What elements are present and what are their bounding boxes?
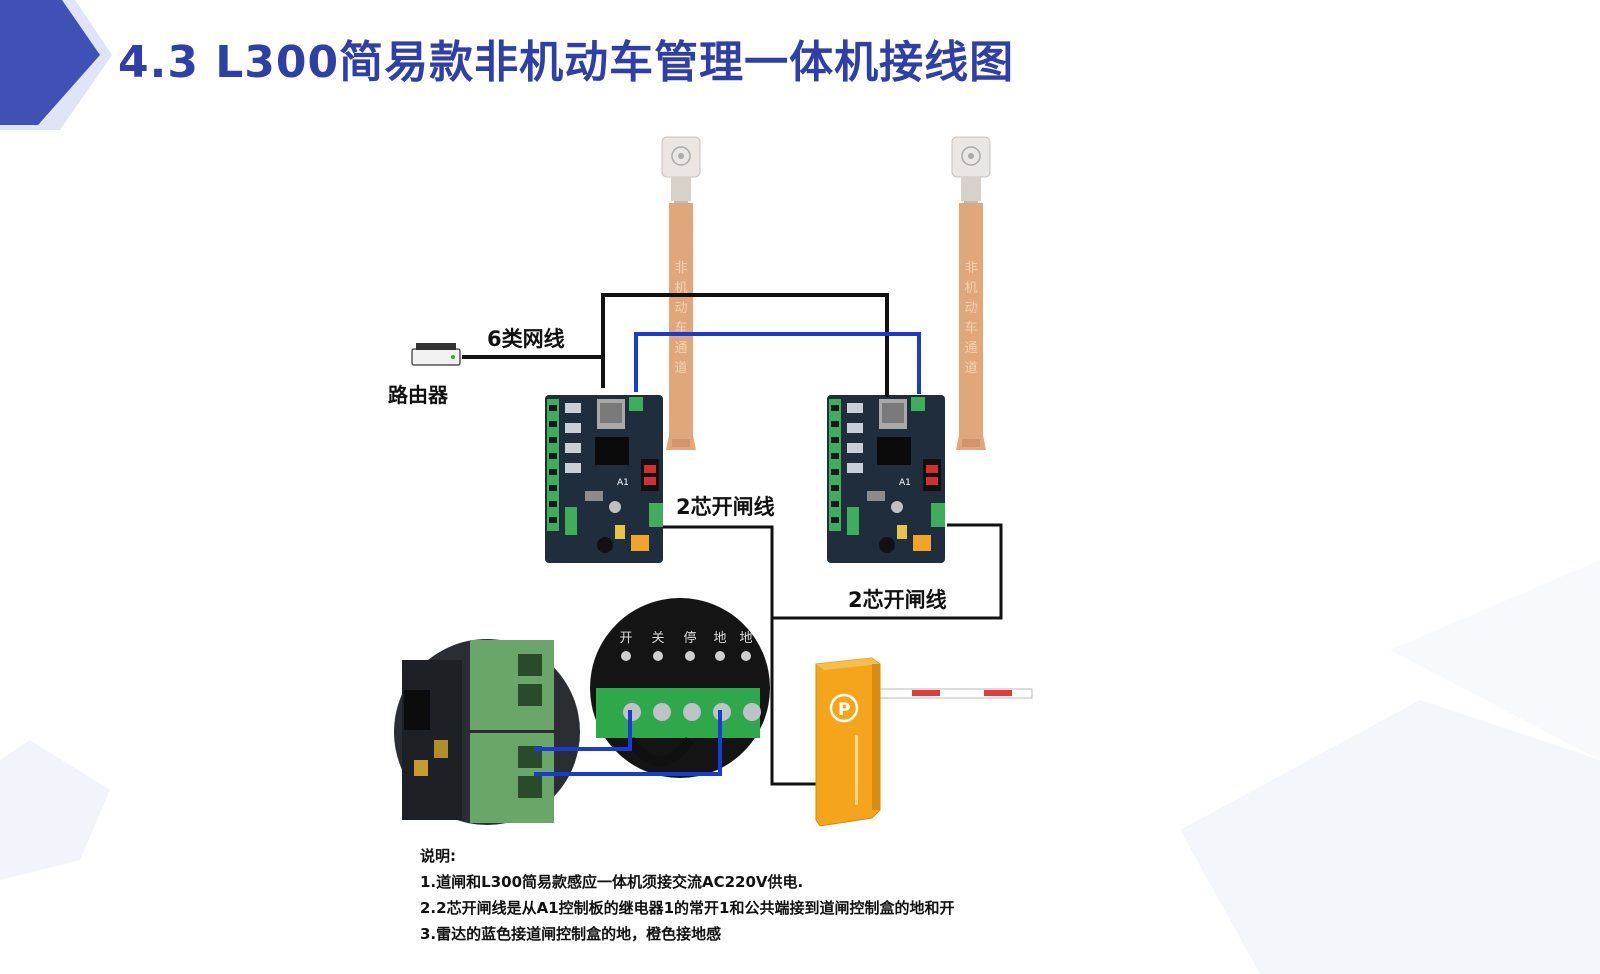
- wire-2core-label-2: 2芯开闸线: [848, 588, 947, 612]
- svg-text:非: 非: [674, 261, 687, 276]
- lane-label-left: 非 机 动 车 通 道: [674, 261, 687, 376]
- notes-section: 说明: 1.道闸和L300简易款感应一体机须接交流AC220V供电. 2.2芯开…: [420, 843, 955, 947]
- terminal-closeup-board: [394, 639, 580, 825]
- svg-text:非: 非: [964, 261, 977, 276]
- blue-wire-close-2: [534, 710, 722, 776]
- router-icon: [411, 343, 461, 366]
- svg-text:机: 机: [964, 281, 977, 296]
- page-title: 4.3 L300简易款非机动车管理一体机接线图: [118, 37, 1015, 88]
- controller-closeup: 开 关 停 地 地: [590, 598, 770, 778]
- open-wire-1: [663, 525, 820, 786]
- note-item-2: 2.2芯开闸线是从A1控制板的继电器1的常开1和公共端接到道闸控制盒的地和开: [420, 899, 955, 917]
- svg-text:通: 通: [964, 341, 977, 356]
- terminal-label-ground-2: 地: [739, 631, 752, 646]
- cable-cat6-label: 6类网线: [487, 327, 565, 351]
- svg-text:车: 车: [964, 320, 977, 336]
- blue-wire-top: [634, 332, 921, 394]
- terminal-label-ground: 地: [713, 631, 726, 646]
- control-board-icon: [545, 395, 663, 563]
- blue-wire-close-1: [534, 710, 632, 751]
- network-cable: [462, 293, 889, 397]
- svg-text:动: 动: [674, 301, 687, 316]
- parking-p-icon: P: [829, 693, 859, 723]
- svg-text:P: P: [838, 700, 850, 720]
- svg-text:机: 机: [674, 281, 687, 296]
- router-label: 路由器: [388, 383, 449, 407]
- open-wire-2: [772, 523, 1003, 620]
- terminal-label-stop: 停: [683, 630, 696, 646]
- terminal-label-open: 开: [619, 631, 632, 646]
- svg-text:动: 动: [964, 301, 977, 316]
- lane-label-right: 非 机 动 车 通 道: [964, 261, 977, 376]
- corner-decoration: [0, 0, 112, 130]
- note-item-3: 3.雷达的蓝色接道闸控制盒的地，橙色接地感: [420, 925, 722, 943]
- barrier-gate-icon: P: [815, 657, 1033, 827]
- svg-text:道: 道: [964, 361, 977, 376]
- svg-text:道: 道: [674, 361, 687, 376]
- control-board-icon: [827, 395, 945, 563]
- wire-2core-label-1: 2芯开闸线: [676, 495, 775, 519]
- note-item-1: 1.道闸和L300简易款感应一体机须接交流AC220V供电.: [420, 873, 804, 891]
- notes-heading: 说明:: [420, 847, 456, 865]
- terminal-label-close: 关: [651, 631, 664, 646]
- svg-text:通: 通: [674, 341, 687, 356]
